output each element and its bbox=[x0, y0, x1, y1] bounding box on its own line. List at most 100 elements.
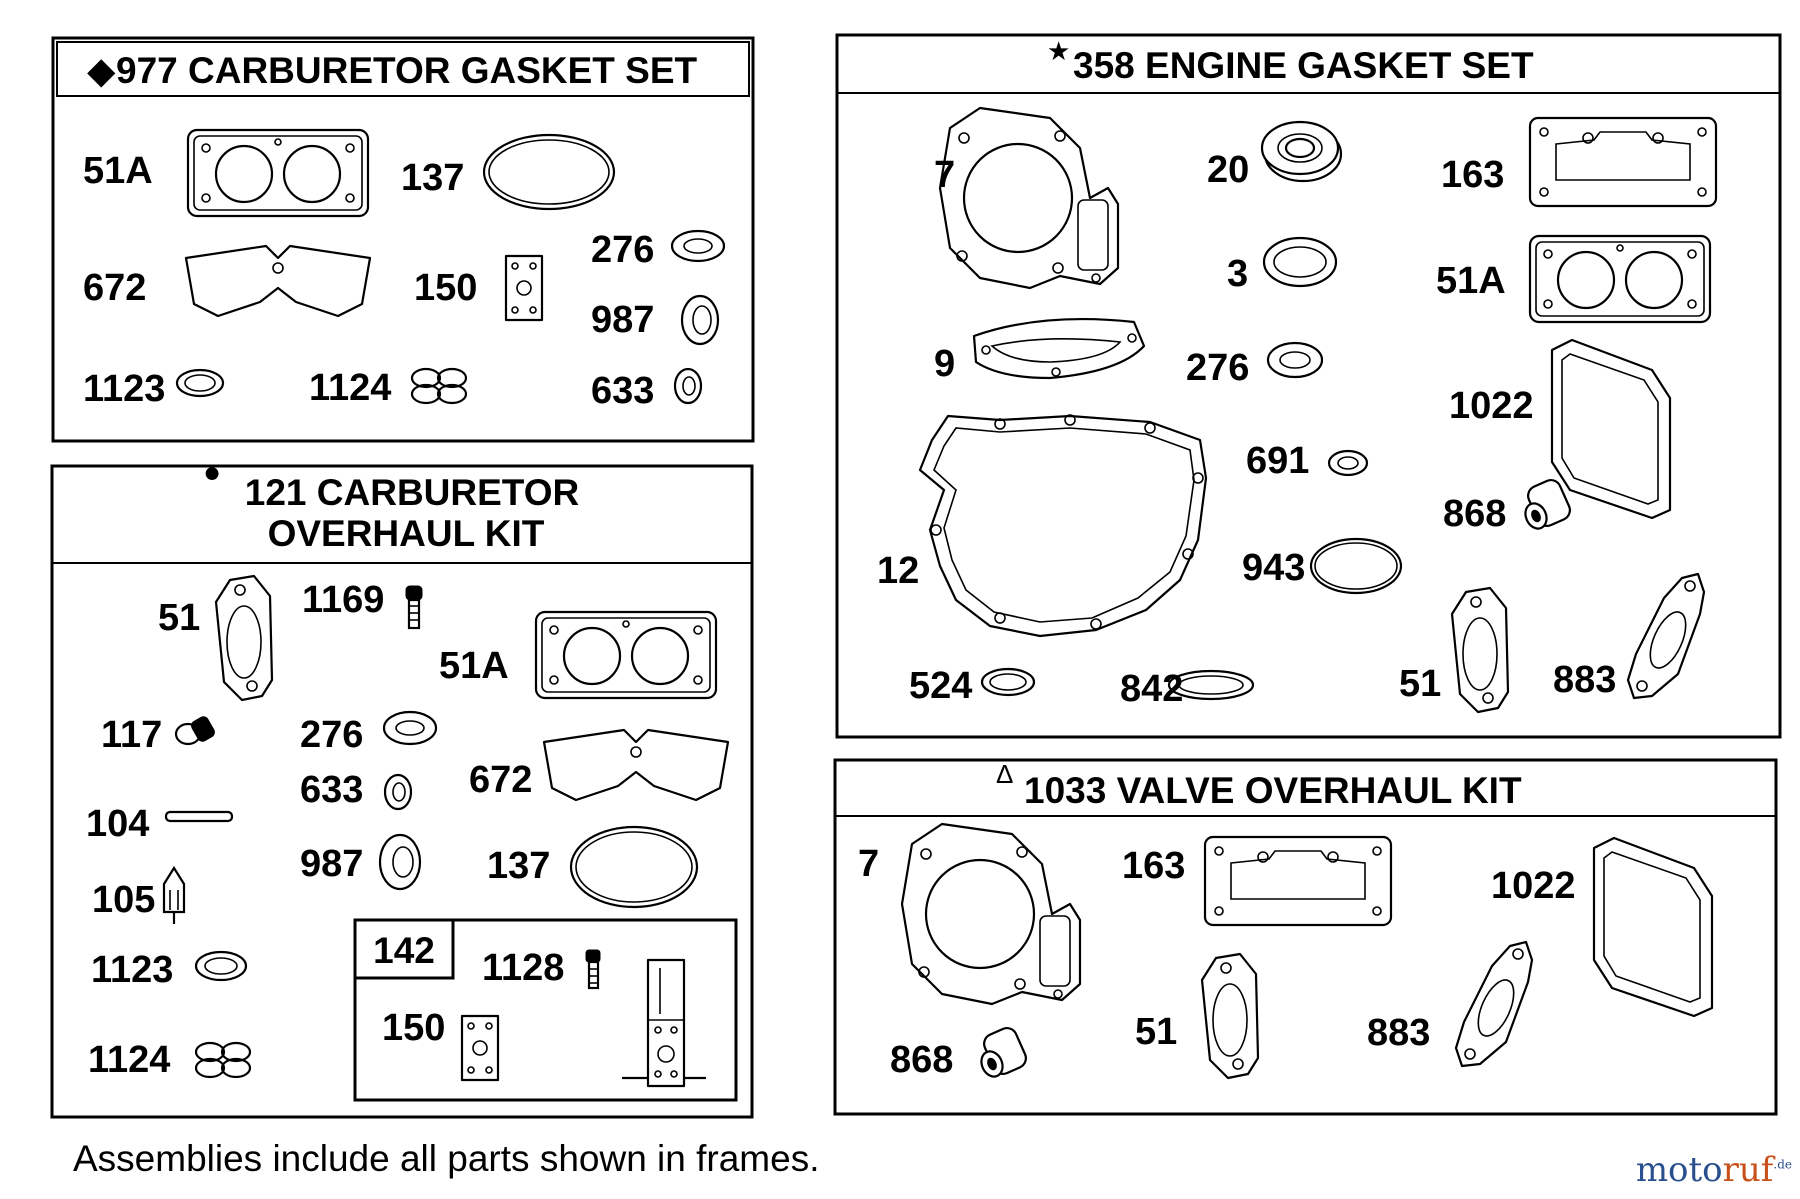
part-label-117: 117 bbox=[101, 714, 162, 756]
kit-121-title-line2: OVERHAUL KIT bbox=[268, 513, 545, 554]
twin-port-gasket-icon bbox=[1528, 234, 1712, 324]
part-label-1123: 1123 bbox=[83, 368, 165, 410]
part-label-137: 137 bbox=[487, 845, 550, 887]
kit-121-title-line1: 121 CARBURETOR bbox=[245, 472, 579, 513]
part-label-51A: 51A bbox=[83, 150, 153, 192]
kit-1033-title: 1033 VALVE OVERHAUL KIT bbox=[1024, 770, 1522, 811]
part-label-1128: 1128 bbox=[482, 947, 564, 989]
oil-seal-icon bbox=[1260, 120, 1343, 183]
part-label-137: 137 bbox=[401, 157, 464, 199]
part-label-20: 20 bbox=[1207, 149, 1249, 191]
valve-stem-seal-icon bbox=[976, 1023, 1031, 1082]
watermark-part2: ruf bbox=[1722, 1150, 1774, 1190]
part-label-150: 150 bbox=[414, 267, 477, 309]
part-label-691: 691 bbox=[1246, 440, 1309, 482]
part-label-163: 163 bbox=[1122, 845, 1185, 887]
breather-gasket-icon bbox=[972, 317, 1146, 380]
part-label-883: 883 bbox=[1553, 659, 1616, 701]
kit-977-parts: 51A 137 672 150 276 987 1123 1124 633 bbox=[83, 128, 726, 412]
seal-icon bbox=[378, 833, 422, 891]
part-label-3: 3 bbox=[1227, 253, 1248, 295]
part-label-842: 842 bbox=[1120, 668, 1183, 710]
part-label-1124: 1124 bbox=[88, 1039, 170, 1081]
kit-121-frame: ● 121 CARBURETOR OVERHAUL KIT bbox=[50, 456, 754, 1119]
part-label-1169: 1169 bbox=[302, 579, 384, 621]
part-label-672: 672 bbox=[469, 759, 532, 801]
watermark-part1: moto bbox=[1635, 1150, 1723, 1190]
quad-ring-icon bbox=[410, 367, 468, 405]
part-label-104: 104 bbox=[86, 803, 149, 845]
part-label-883: 883 bbox=[1367, 1012, 1430, 1054]
needle-valve-icon bbox=[162, 865, 186, 924]
part-label-1022: 1022 bbox=[1491, 865, 1576, 907]
washer-icon bbox=[670, 229, 726, 263]
small-o-ring-icon bbox=[980, 667, 1036, 697]
twin-port-gasket-icon bbox=[534, 610, 718, 700]
small-o-ring-icon bbox=[194, 950, 248, 982]
part-label-1022: 1022 bbox=[1449, 385, 1534, 427]
part-label-51: 51 bbox=[1399, 663, 1441, 705]
exhaust-gasket-icon bbox=[1626, 572, 1706, 700]
part-label-987: 987 bbox=[591, 299, 654, 341]
kit-358-frame: ★ 358 ENGINE GASKET SET bbox=[835, 33, 1782, 739]
subkit-142-title: 142 bbox=[373, 930, 435, 971]
screw-icon bbox=[405, 585, 423, 630]
part-label-1123: 1123 bbox=[91, 949, 173, 991]
o-ring-icon bbox=[569, 825, 699, 909]
rocker-cover-gasket-icon bbox=[1592, 836, 1714, 1018]
part-label-1124: 1124 bbox=[309, 367, 391, 409]
watermark-logo: motoruf.de bbox=[1636, 1150, 1792, 1190]
rocker-cover-gasket-icon bbox=[1550, 338, 1672, 520]
subkit-142-frame: 142 bbox=[353, 918, 738, 1102]
kit-1033-parts: 7 163 1022 868 51 883 bbox=[858, 822, 1714, 1082]
part-label-276: 276 bbox=[1186, 347, 1249, 389]
intake-gasket-icon bbox=[1450, 586, 1510, 714]
head-gasket-icon bbox=[900, 822, 1082, 1006]
part-label-150: 150 bbox=[382, 1007, 445, 1049]
kit-1033-marker: Δ bbox=[996, 759, 1013, 789]
small-o-ring-icon bbox=[175, 368, 225, 398]
seal-icon bbox=[680, 294, 720, 346]
part-label-9: 9 bbox=[934, 343, 955, 385]
o-ring-icon bbox=[482, 133, 616, 211]
valve-cover-gasket-icon bbox=[1528, 116, 1718, 208]
valve-stem-seal-icon bbox=[1520, 475, 1575, 534]
seal-ring-icon bbox=[1262, 236, 1338, 288]
part-label-163: 163 bbox=[1441, 154, 1504, 196]
part-label-7: 7 bbox=[934, 154, 955, 196]
part-label-276: 276 bbox=[591, 229, 654, 271]
part-label-105: 105 bbox=[92, 879, 155, 921]
part-label-868: 868 bbox=[890, 1039, 953, 1081]
head-gasket-icon bbox=[938, 106, 1120, 290]
part-label-633: 633 bbox=[591, 370, 654, 412]
part-label-51A: 51A bbox=[439, 645, 509, 687]
part-label-12: 12 bbox=[877, 550, 919, 592]
valve-cover-gasket-icon bbox=[1203, 835, 1393, 927]
part-label-524: 524 bbox=[909, 665, 972, 707]
twin-port-gasket-icon bbox=[186, 128, 370, 218]
washer-icon bbox=[382, 710, 438, 746]
pin-icon bbox=[164, 810, 234, 823]
kit-358-parts: 7 20 163 3 51A 9 276 1022 bbox=[877, 106, 1718, 714]
kit-358-marker: ★ bbox=[1047, 36, 1070, 66]
part-label-276: 276 bbox=[300, 714, 363, 756]
exhaust-gasket-icon bbox=[1454, 940, 1534, 1068]
kit-977-title: 977 CARBURETOR GASKET SET bbox=[116, 50, 698, 91]
mount-gasket-icon bbox=[542, 728, 730, 802]
kit-977-frame: ◆ 977 CARBURETOR GASKET SET bbox=[51, 36, 755, 443]
part-label-672: 672 bbox=[83, 267, 146, 309]
bowl-gasket-icon bbox=[504, 254, 544, 322]
part-label-51: 51 bbox=[1135, 1011, 1177, 1053]
part-label-987: 987 bbox=[300, 843, 363, 885]
o-ring-icon bbox=[1309, 537, 1403, 595]
part-label-943: 943 bbox=[1242, 547, 1305, 589]
washer-icon bbox=[1266, 341, 1324, 379]
kit-121-parts: 51 1169 51A 117 276 633 672 104 987 137 bbox=[86, 574, 738, 1102]
bowl-gasket-icon bbox=[460, 1014, 500, 1082]
kit-977-marker: ◆ bbox=[87, 50, 116, 91]
crankcase-gasket-icon bbox=[918, 414, 1208, 638]
kit-121-marker: ● bbox=[203, 456, 221, 489]
part-label-868: 868 bbox=[1443, 493, 1506, 535]
small-seal-icon bbox=[673, 367, 703, 405]
